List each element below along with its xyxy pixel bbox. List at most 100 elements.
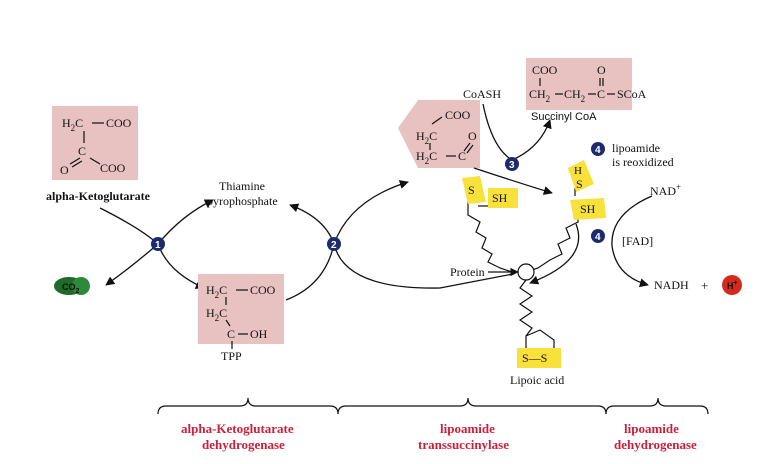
note-line2: is reoxidized <box>612 155 674 169</box>
nad-label: NAD <box>650 184 676 198</box>
tpp-release-arc <box>289 203 335 245</box>
step-1-marker <box>151 237 165 251</box>
akg-o: O <box>60 163 69 177</box>
sco-coo: COO <box>532 63 558 77</box>
int-c3: C <box>227 327 235 341</box>
proton-sup: + <box>734 280 738 287</box>
int-c1: C <box>219 283 227 297</box>
hs-highlight-right <box>568 160 594 192</box>
step-3-marker <box>505 157 519 171</box>
int-coo: COO <box>250 283 276 297</box>
fad-label: [FAD] <box>622 234 653 248</box>
svg-text:H+: H+ <box>727 280 738 291</box>
acyl-h2: H <box>416 149 425 163</box>
svg-text:H2C: H2C <box>416 149 437 166</box>
lipoyl-linker <box>518 279 534 337</box>
acyl-c2: C <box>429 149 437 163</box>
akg-box <box>52 106 138 180</box>
coash-in-arc <box>482 103 513 161</box>
proton-label: H <box>727 281 734 291</box>
left-arm-chain <box>467 198 513 273</box>
bracket-e3 <box>605 397 709 415</box>
enzyme3-line2: dehydrogenase <box>614 437 697 452</box>
svg-text:H2C: H2C <box>62 116 83 133</box>
alpha-ketoglutarate-molecule: H2C COO C O COO alpha-Ketoglutarate <box>46 106 151 203</box>
tpp-in-arc <box>157 199 214 245</box>
acyl-c3: C <box>458 149 466 163</box>
right-arm-chain <box>525 206 579 273</box>
step2-to-acyl-arrow <box>333 180 409 245</box>
svg-text:NAD+: NAD+ <box>650 182 681 198</box>
step-3-number: 3 <box>509 160 515 171</box>
sh-right: SH <box>580 202 596 216</box>
ss-highlight <box>517 348 561 368</box>
succinyl-coa-molecule: COO O CH2 CH2 C SCoA <box>526 58 647 110</box>
nad-in-arc <box>611 195 653 247</box>
acyl-transfer-arrow <box>473 167 553 195</box>
acyl-h: H <box>416 129 425 143</box>
sco-ch1: CH <box>529 87 546 101</box>
int-tpp: TPP <box>221 349 242 363</box>
nad-sup: + <box>676 182 681 192</box>
akg-coo2: COO <box>100 161 126 175</box>
step1-to-intermediate-arrow <box>157 243 205 289</box>
enzyme1-line1: alpha-Ketoglutarate <box>181 421 294 436</box>
sco-ch2: CH <box>564 87 581 101</box>
step-4-note-number: 4 <box>595 145 601 156</box>
s-right: S <box>576 177 583 191</box>
int-oh: OH <box>250 327 268 341</box>
akg-coo1: COO <box>106 116 132 130</box>
succinyl-coa-release-arrow <box>511 119 552 161</box>
sh-left: SH <box>492 191 508 205</box>
svg-text:CO2: CO2 <box>62 282 80 295</box>
step-2-marker <box>327 237 341 251</box>
int-sub2: 2 <box>215 313 220 323</box>
step-2-number: 2 <box>331 240 337 251</box>
enzyme2-line2: transsuccinylase <box>418 437 509 452</box>
nadh-out-arrow <box>611 245 649 288</box>
protein-return-line <box>333 243 514 289</box>
nadh-label: NADH <box>654 278 689 292</box>
tpp-label-line1: Thiamine <box>219 179 265 193</box>
akg-c: C <box>75 116 83 130</box>
akg-h: H <box>62 116 71 130</box>
lipoic-acid-name: Lipoic acid <box>510 373 564 387</box>
acyl-o: O <box>468 129 477 143</box>
protein-label: Protein <box>450 265 485 279</box>
reoxidation-arrow <box>529 223 580 285</box>
s-highlight-left <box>462 176 486 204</box>
enzyme3-line1: lipoamide <box>624 421 679 436</box>
acyl-sub: 2 <box>425 136 430 146</box>
succinyl-coa-name: Succinyl CoA <box>531 111 597 123</box>
s-left: S <box>468 183 475 197</box>
h-right: H <box>574 165 582 177</box>
intermediate-box <box>198 274 284 344</box>
acyl-coo: COO <box>445 108 471 122</box>
step-4-number: 4 <box>595 232 601 243</box>
enzyme2-line1: lipoamide <box>440 421 495 436</box>
sh-highlight-left <box>488 188 518 208</box>
akg-sub: 2 <box>71 123 76 133</box>
bracket-e2 <box>337 397 607 415</box>
enzyme1-line2: dehydrogenase <box>202 437 285 452</box>
step-4-marker <box>591 229 605 243</box>
int-c2: C <box>219 306 227 320</box>
int-sub1: 2 <box>215 290 220 300</box>
tpp-label-line2: pyrophosphate <box>207 194 278 208</box>
step-1-number: 1 <box>155 240 161 251</box>
acyl-sub2: 2 <box>425 156 430 166</box>
note-line1: lipoamide <box>612 141 660 155</box>
plus-sign: + <box>701 278 708 293</box>
co2-label: CO <box>62 282 76 292</box>
ss-label: S—S <box>522 351 547 365</box>
int-h1: H <box>206 283 215 297</box>
svg-text:CH2: CH2 <box>564 87 585 104</box>
svg-text:CH2: CH2 <box>529 87 550 104</box>
intermediate-to-step2-arc <box>285 243 335 301</box>
svg-text:H2C: H2C <box>206 283 227 300</box>
int-h2: H <box>206 306 215 320</box>
sco-o: O <box>597 63 606 77</box>
akg-name: alpha-Ketoglutarate <box>46 189 151 203</box>
step-4-note-marker <box>591 142 605 156</box>
